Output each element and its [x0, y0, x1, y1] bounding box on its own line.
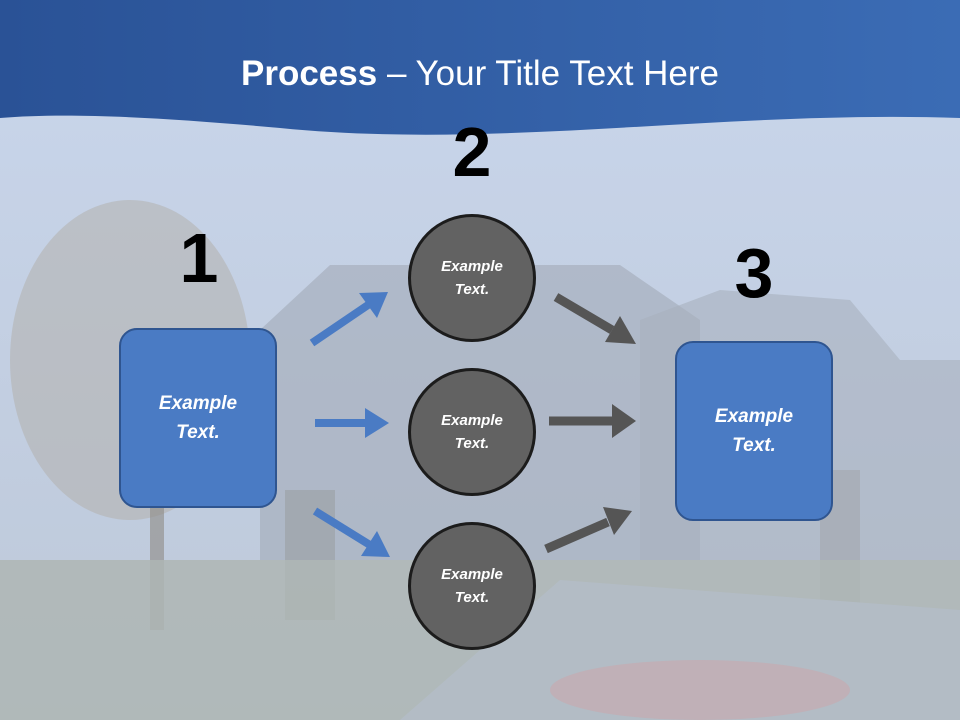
- right-process-box: Example Text.: [675, 341, 833, 521]
- circle-node-top: Example Text.: [408, 214, 536, 342]
- step-number-3: 3: [734, 234, 774, 312]
- arrow-left-to-middle: [315, 408, 389, 438]
- circle-bottom-label: Example Text.: [441, 566, 503, 606]
- left-process-box: Example Text.: [119, 328, 277, 508]
- left-box-label: Example Text.: [158, 393, 238, 443]
- step-number-1: 1: [179, 219, 219, 297]
- circle-middle-label: Example Text.: [441, 412, 503, 452]
- title-bold: Process: [241, 54, 378, 93]
- step-number-2: 2: [452, 113, 492, 191]
- arrow-left-to-bottom: [312, 507, 390, 557]
- arrow-middle-to-right: [549, 404, 636, 438]
- slide-title: Process – Your Title Text Here: [0, 50, 960, 98]
- arrow-left-to-top: [309, 292, 388, 347]
- arrow-bottom-to-right: [544, 507, 632, 554]
- right-box-label: Example Text.: [714, 406, 794, 456]
- title-rest: – Your Title Text Here: [377, 54, 719, 93]
- circle-node-middle: Example Text.: [408, 368, 536, 496]
- circle-node-bottom: Example Text.: [408, 522, 536, 650]
- arrow-top-to-right: [553, 293, 636, 344]
- circle-top-label: Example Text.: [441, 258, 503, 298]
